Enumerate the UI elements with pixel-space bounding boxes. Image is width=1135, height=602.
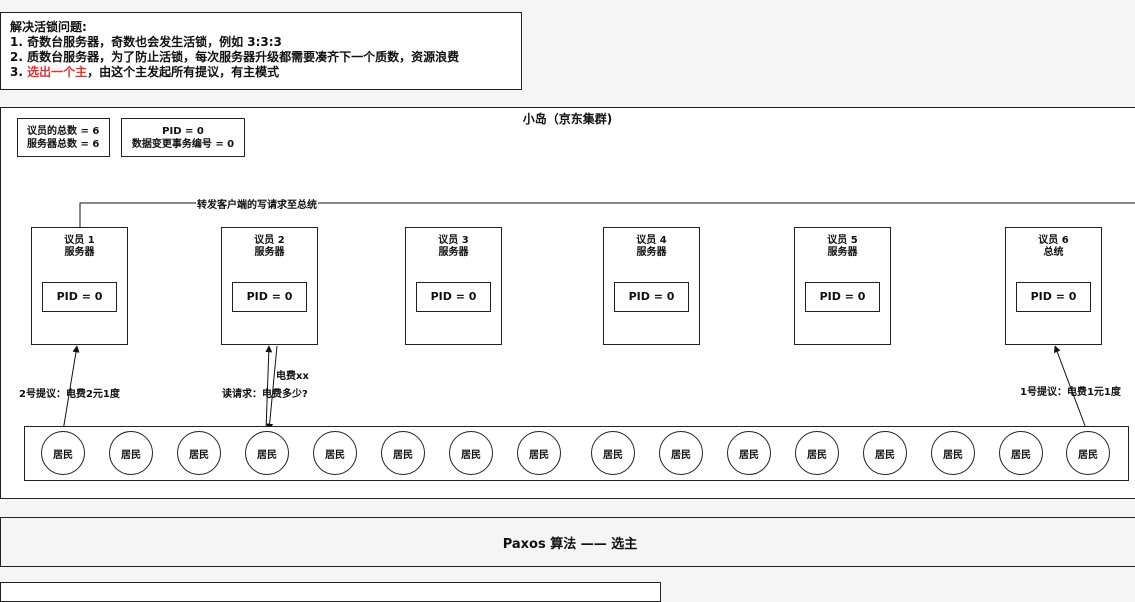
server-6-pid: PID = 0 [1016,282,1091,312]
resident-6[interactable]: 居民 [381,431,425,475]
proposal-2-label: 2号提议：电费2元1度 [19,389,120,400]
proposal-1-label: 1号提议：电费1元1度 [1020,387,1121,398]
server-1-role: 服务器 [64,247,95,258]
note-title: 解决活锁问题: [10,20,87,34]
resident-12[interactable]: 居民 [795,431,839,475]
server-5-role: 服务器 [827,247,858,258]
note-line-2: 2. 质数台服务器，为了防止活锁，每次服务器升级都需要凑齐下一个质数，资源浪费 [10,50,460,64]
server-6-name: 议员 6 [1038,235,1069,246]
server-4-pid: PID = 0 [614,282,689,312]
resident-1[interactable]: 居民 [41,431,85,475]
note-line-3: 3. 选出一个主，由这个主发起所有提议，有主模式 [10,65,521,80]
resident-11[interactable]: 居民 [727,431,771,475]
bottom-box[interactable] [0,582,661,602]
info-pid-line-1: PID = 0 [162,125,204,137]
arrow-proposal-2 [62,345,80,432]
note-box: 解决活锁问题: 1. 奇数台服务器，奇数也会发生活锁，例如 3:3:3 2. 质… [0,12,522,90]
server-4-name: 议员 4 [636,235,667,246]
resident-14[interactable]: 居民 [931,431,975,475]
server-3-role: 服务器 [438,247,469,258]
server-2-role: 服务器 [254,247,285,258]
info-counts-box[interactable]: 议员的总数 = 6 服务器总数 = 6 [17,118,110,157]
server-1[interactable]: 议员 1 服务器 PID = 0 [31,227,128,345]
server-5[interactable]: 议员 5 服务器 PID = 0 [794,227,891,345]
info-pid-line-2: 数据变更事务编号 = 0 [131,138,235,150]
note-line-3-highlight: 选出一个主 [27,65,88,79]
resident-7[interactable]: 居民 [449,431,493,475]
server-2-pid: PID = 0 [232,282,307,312]
resident-5[interactable]: 居民 [313,431,357,475]
paxos-band[interactable]: Paxos 算法 —— 选主 [0,517,1135,567]
connector-lines [62,202,1135,432]
server-2[interactable]: 议员 2 服务器 PID = 0 [221,227,318,345]
resident-4[interactable]: 居民 [245,431,289,475]
arrow-proposal-1 [1053,345,1088,432]
server-3[interactable]: 议员 3 服务器 PID = 0 [405,227,502,345]
info-pid-box[interactable]: PID = 0 数据变更事务编号 = 0 [121,118,245,157]
note-line-1: 1. 奇数台服务器，奇数也会发生活锁，例如 3:3:3 [10,35,282,49]
arrow-reply [266,345,278,431]
resident-15[interactable]: 居民 [999,431,1043,475]
reply-label: 电费xx [276,367,309,382]
resident-8[interactable]: 居民 [517,431,561,475]
island-title: 小岛（京东集群) [522,112,613,126]
server-5-name: 议员 5 [827,235,858,246]
server-1-pid: PID = 0 [42,282,117,312]
forward-line [79,202,1135,227]
resident-16[interactable]: 居民 [1066,431,1110,475]
resident-10[interactable]: 居民 [659,431,703,475]
resident-9[interactable]: 居民 [591,431,635,475]
note-line-3-prefix: 3. [10,65,28,79]
resident-13[interactable]: 居民 [863,431,907,475]
resident-3[interactable]: 居民 [177,431,221,475]
server-4-role: 服务器 [636,247,667,258]
server-6-president[interactable]: 议员 6 总统 PID = 0 [1005,227,1102,345]
arrow-read-request [265,345,273,432]
server-5-pid: PID = 0 [805,282,880,312]
server-3-name: 议员 3 [438,235,469,246]
info-counts-line-2: 服务器总数 = 6 [27,138,100,150]
server-6-role: 总统 [1043,247,1064,258]
read-request-label: 读请求：电费多少? [222,389,308,400]
server-4[interactable]: 议员 4 服务器 PID = 0 [603,227,700,345]
server-1-name: 议员 1 [64,235,95,246]
paxos-band-title: Paxos 算法 —— 选主 [502,536,638,552]
info-counts-line-1: 议员的总数 = 6 [27,125,100,137]
resident-2[interactable]: 居民 [109,431,153,475]
server-2-name: 议员 2 [254,235,285,246]
server-3-pid: PID = 0 [416,282,491,312]
note-line-3-rest: ，由这个主发起所有提议，有主模式 [87,65,280,79]
forward-label: 转发客户端的写请求至总统 [196,196,318,211]
